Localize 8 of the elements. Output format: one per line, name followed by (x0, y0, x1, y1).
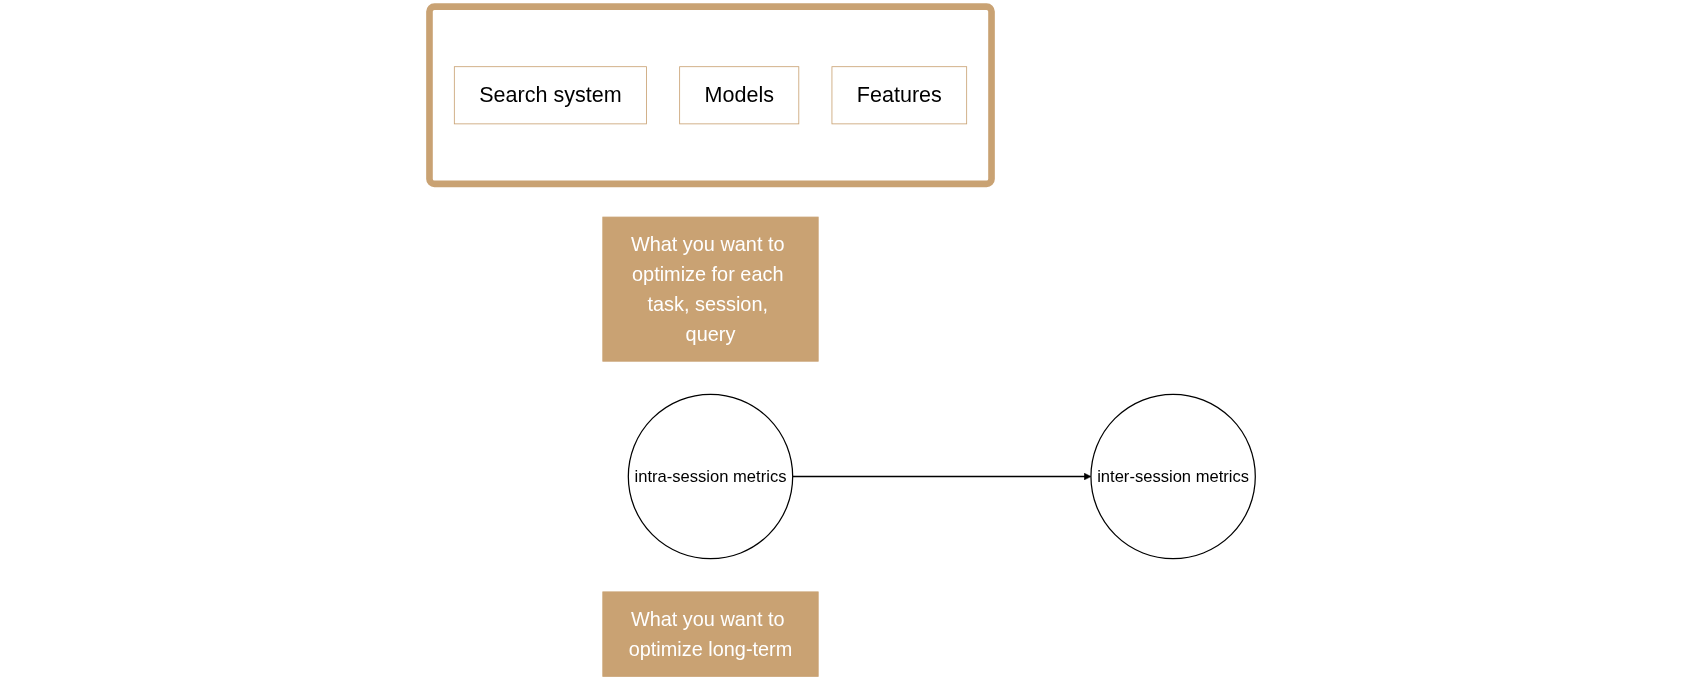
node-circle: intra-session metrics (627, 393, 794, 560)
node-box: Features (831, 66, 968, 125)
node-box: What you want to optimize for each task, session, query (602, 216, 819, 362)
node-circle: inter-session metrics (1090, 393, 1257, 560)
node-box: Models (679, 66, 800, 125)
cluster (426, 3, 995, 188)
node-box: Search system (454, 66, 648, 125)
node-box: What you want to optimize long-term (602, 591, 819, 677)
